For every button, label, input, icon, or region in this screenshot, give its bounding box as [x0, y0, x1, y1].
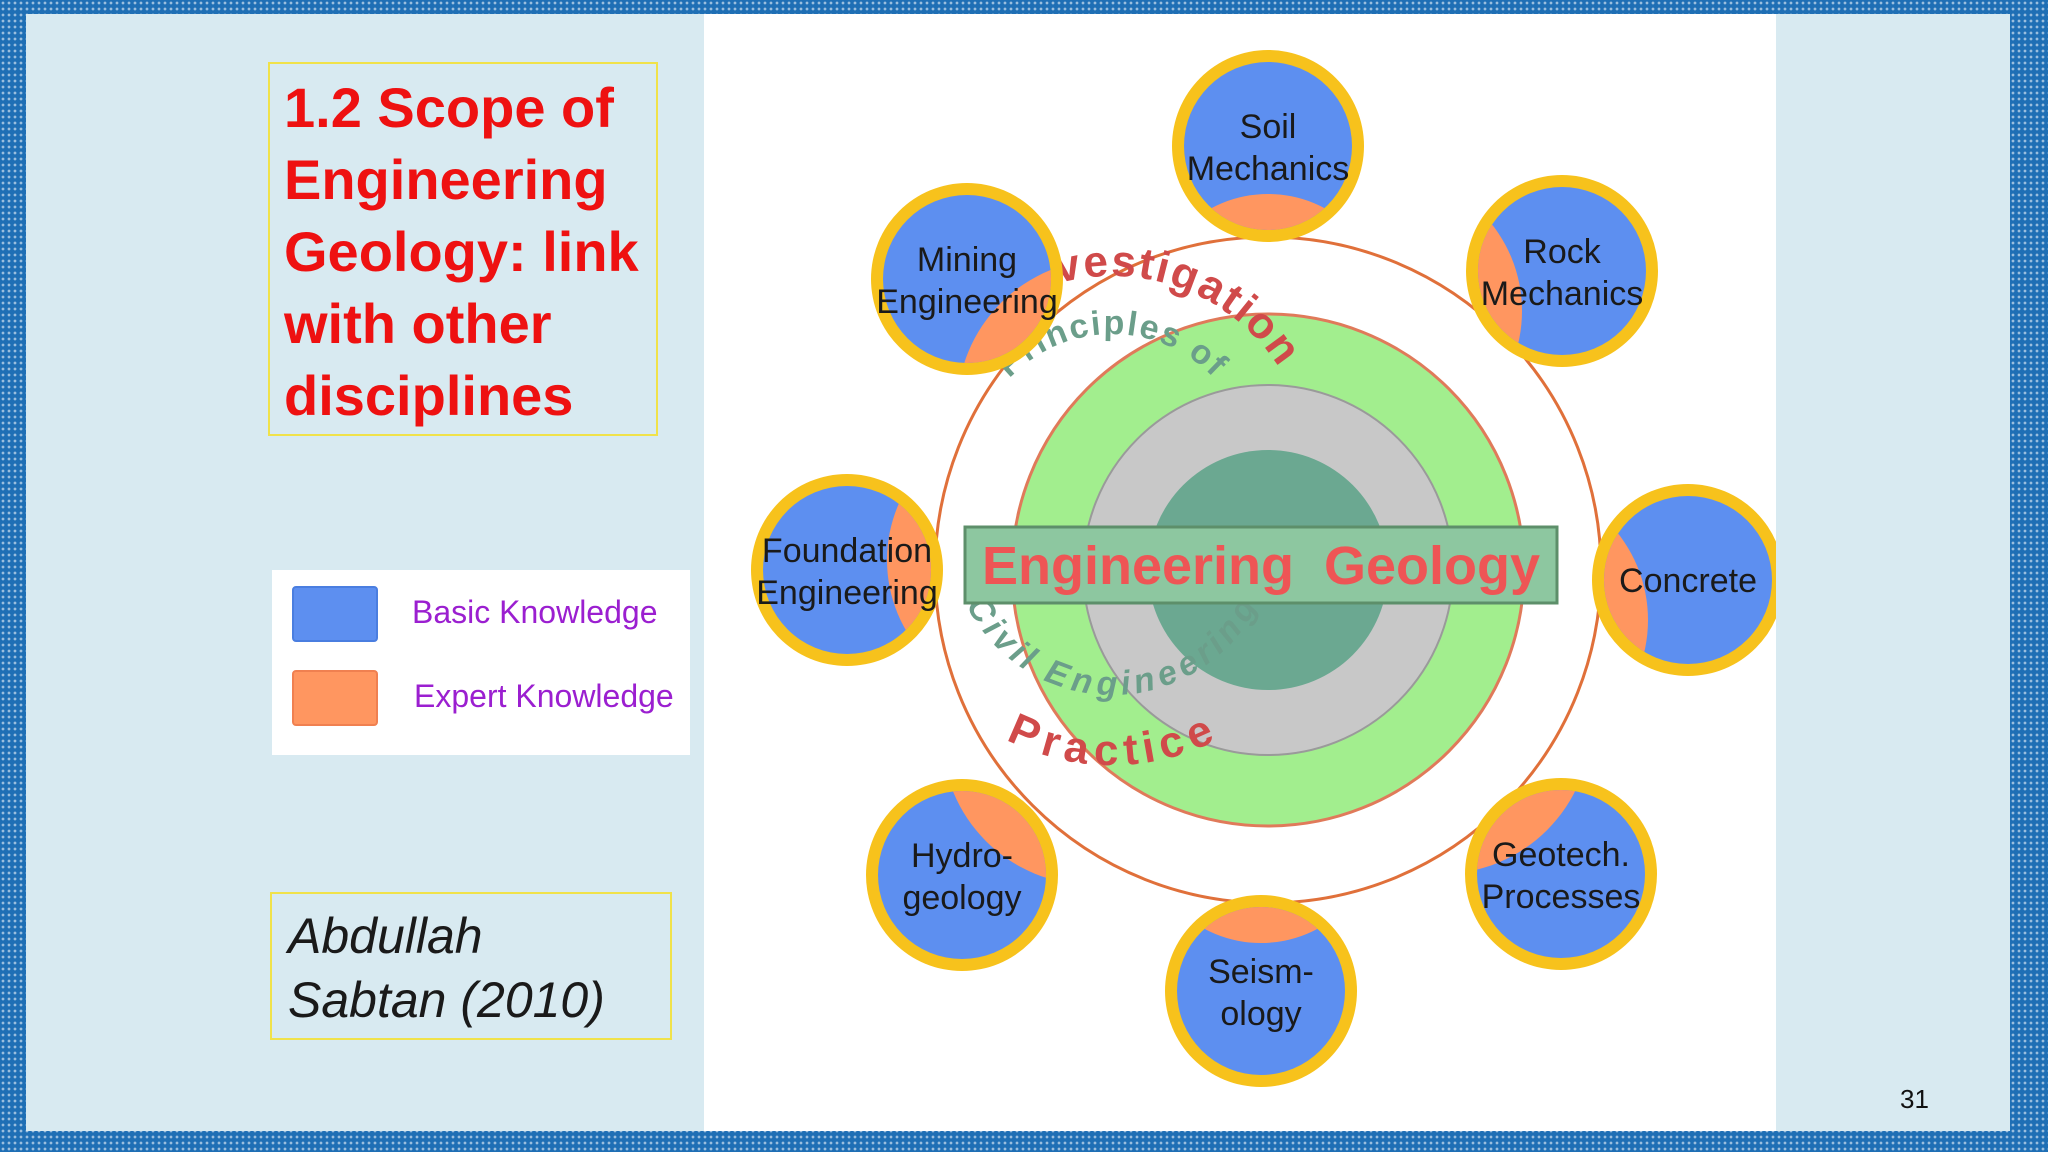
node-basic-area [1177, 907, 1345, 1075]
node-label-line1: Seism- [1208, 953, 1314, 991]
node-label-line2: Mechanics [1481, 275, 1644, 313]
node-label-line1: Concrete [1619, 562, 1757, 600]
node-label-line1: Mining [917, 241, 1017, 279]
discipline-node-concrete: Concrete [1592, 484, 1776, 676]
center-label: Engineering Geology [982, 536, 1540, 596]
author-box: Abdullah Sabtan (2010) [270, 892, 672, 1040]
node-label-line2: ology [1220, 995, 1301, 1033]
title-box: 1.2 Scope of Engineering Geology: link w… [268, 62, 658, 436]
discipline-node-geotech-processes: Geotech. Processes [1465, 778, 1657, 970]
basic-knowledge-swatch [292, 586, 378, 642]
page-number: 31 [1900, 1084, 1929, 1114]
expert-knowledge-swatch [292, 670, 378, 726]
slide-title: 1.2 Scope of Engineering Geology: link w… [284, 76, 639, 427]
discipline-node-seism-ology: Seism-ology [1165, 895, 1357, 1087]
node-label-line1: Rock [1523, 233, 1601, 271]
basic-knowledge-label: Basic Knowledge [412, 594, 658, 630]
node-label-line1: Hydro- [911, 837, 1013, 875]
node-label-line2: Engineering [756, 574, 937, 612]
legend: Basic Knowledge Expert Knowledge [272, 570, 690, 755]
discipline-diagram: Site Investigation Principles of Civil E… [704, 14, 1776, 1131]
node-label-line2: geology [902, 879, 1021, 917]
node-basic-area [1184, 62, 1352, 230]
node-label-line1: Soil [1240, 108, 1297, 146]
node-label-line2: Mechanics [1187, 150, 1350, 188]
center-label-band [963, 525, 1559, 605]
node-label-line2: Engineering [876, 283, 1057, 321]
discipline-node-hydro-geology: Hydro-geology [866, 779, 1058, 971]
node-label-line1: Foundation [762, 532, 932, 570]
author-citation: Abdullah Sabtan (2010) [288, 908, 605, 1028]
node-label-line1: Geotech. [1492, 836, 1630, 874]
discipline-nodes: SoilMechanicsRockMechanicsConcreteGeotec… [751, 50, 1776, 1087]
node-basic-area [763, 486, 931, 654]
node-label-line2: Processes [1482, 878, 1641, 916]
slide-background: 1.2 Scope of Engineering Geology: link w… [26, 14, 2010, 1131]
diagram-svg: Site Investigation Principles of Civil E… [751, 50, 1776, 1087]
expert-knowledge-label: Expert Knowledge [414, 678, 674, 714]
